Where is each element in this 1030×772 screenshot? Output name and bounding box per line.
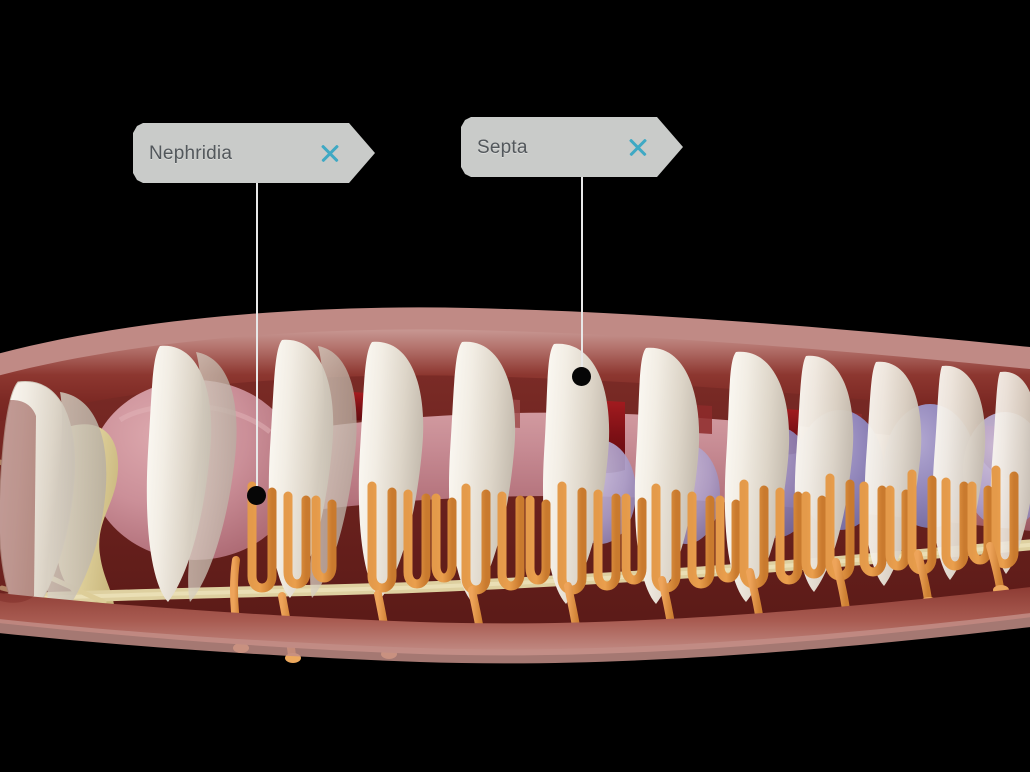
body-wall-ventral-edge [0,613,1030,664]
prostomium-shade [0,400,36,603]
leader-dot-nephridia[interactable] [247,486,266,505]
nephridium [367,481,457,593]
septum [634,347,700,604]
septum-back [47,392,107,626]
label-chip-septa[interactable]: Septa [461,117,683,177]
leader-line-nephridia [256,183,258,490]
leader-dot-septa[interactable] [572,367,591,386]
leader-line-septa [581,177,583,371]
close-x-icon[interactable] [623,132,653,162]
label-chip-nephridia[interactable]: Nephridia [133,123,375,183]
nephridiopore [914,550,932,604]
close-x-icon[interactable] [315,138,345,168]
nephridiopore [986,542,1004,592]
label-text-septa: Septa [477,136,528,158]
nephridia-group [247,465,1029,595]
nephridiopore [832,558,850,614]
nephridium [247,481,337,593]
septum [146,345,237,602]
nephridium [991,465,1029,569]
label-text-nephridia: Nephridia [149,142,233,164]
